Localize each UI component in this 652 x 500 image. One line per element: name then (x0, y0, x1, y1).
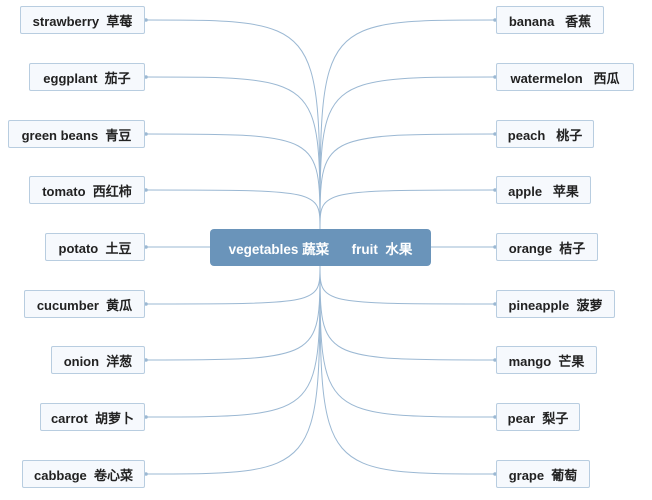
fruit-link-dot-grape (493, 472, 497, 476)
fruit-link-dot-watermelon (493, 75, 497, 79)
fruit-link-pineapple (319, 265, 497, 305)
fruit-node-watermelon[interactable]: watermelon 西瓜 (496, 63, 634, 91)
fruit-node-apple[interactable]: apple 苹果 (496, 176, 591, 204)
fruit-node-pear[interactable]: pear 梨子 (496, 403, 580, 431)
vegetable-link-dot-onion (144, 358, 148, 362)
vegetable-node-eggplant[interactable]: eggplant 茄子 (29, 63, 145, 91)
fruit-link-banana (319, 19, 497, 230)
vegetable-link-cucumber (144, 265, 321, 305)
fruit-link-dot-banana (493, 18, 497, 22)
vegetable-link-onion (144, 265, 321, 361)
vegetable-link-dot-green-beans (144, 132, 148, 136)
fruit-link-dot-apple (493, 188, 497, 192)
vegetable-link-dot-carrot (144, 415, 148, 419)
vegetable-link-green-beans (144, 133, 321, 230)
fruit-node-banana[interactable]: banana 香蕉 (496, 6, 604, 34)
fruit-node-orange[interactable]: orange 桔子 (496, 233, 598, 261)
fruit-link-apple (319, 189, 497, 230)
vegetable-node-cabbage[interactable]: cabbage 卷心菜 (22, 460, 145, 488)
fruit-link-dot-mango (493, 358, 497, 362)
vegetable-link-tomato (144, 189, 321, 230)
vegetable-link-dot-potato (144, 245, 148, 249)
fruit-link-watermelon (319, 76, 497, 230)
fruit-node-pineapple[interactable]: pineapple 菠萝 (496, 290, 615, 318)
fruit-link-peach (319, 133, 497, 230)
fruit-link-dot-pineapple (493, 302, 497, 306)
vegetable-link-dot-eggplant (144, 75, 148, 79)
fruit-link-mango (319, 265, 497, 361)
vegetable-link-eggplant (144, 76, 321, 230)
fruit-link-dot-peach (493, 132, 497, 136)
vegetable-node-carrot[interactable]: carrot 胡萝卜 (40, 403, 145, 431)
vegetable-node-cucumber[interactable]: cucumber 黄瓜 (24, 290, 145, 318)
vegetable-node-tomato[interactable]: tomato 西红柿 (29, 176, 145, 204)
vegetable-link-dot-strawberry (144, 18, 148, 22)
vegetable-node-green-beans[interactable]: green beans 青豆 (8, 120, 145, 148)
vegetable-link-dot-cabbage (144, 472, 148, 476)
vegetable-link-dot-cucumber (144, 302, 148, 306)
vegetable-link-cabbage (144, 265, 321, 475)
fruit-link-dot-pear (493, 415, 497, 419)
vegetable-link-dot-tomato (144, 188, 148, 192)
central-topic[interactable]: vegetables 蔬菜 fruit 水果 (210, 229, 431, 266)
vegetable-node-strawberry[interactable]: strawberry 草莓 (20, 6, 145, 34)
vegetable-node-potato[interactable]: potato 土豆 (45, 233, 145, 261)
fruit-link-dot-orange (493, 245, 497, 249)
fruit-node-grape[interactable]: grape 葡萄 (496, 460, 590, 488)
vegetable-link-strawberry (144, 19, 321, 230)
fruit-link-pear (319, 265, 497, 418)
fruit-node-peach[interactable]: peach 桃子 (496, 120, 594, 148)
vegetable-node-onion[interactable]: onion 洋葱 (51, 346, 145, 374)
vegetable-link-carrot (144, 265, 321, 418)
fruit-node-mango[interactable]: mango 芒果 (496, 346, 597, 374)
fruit-link-grape (319, 265, 497, 475)
